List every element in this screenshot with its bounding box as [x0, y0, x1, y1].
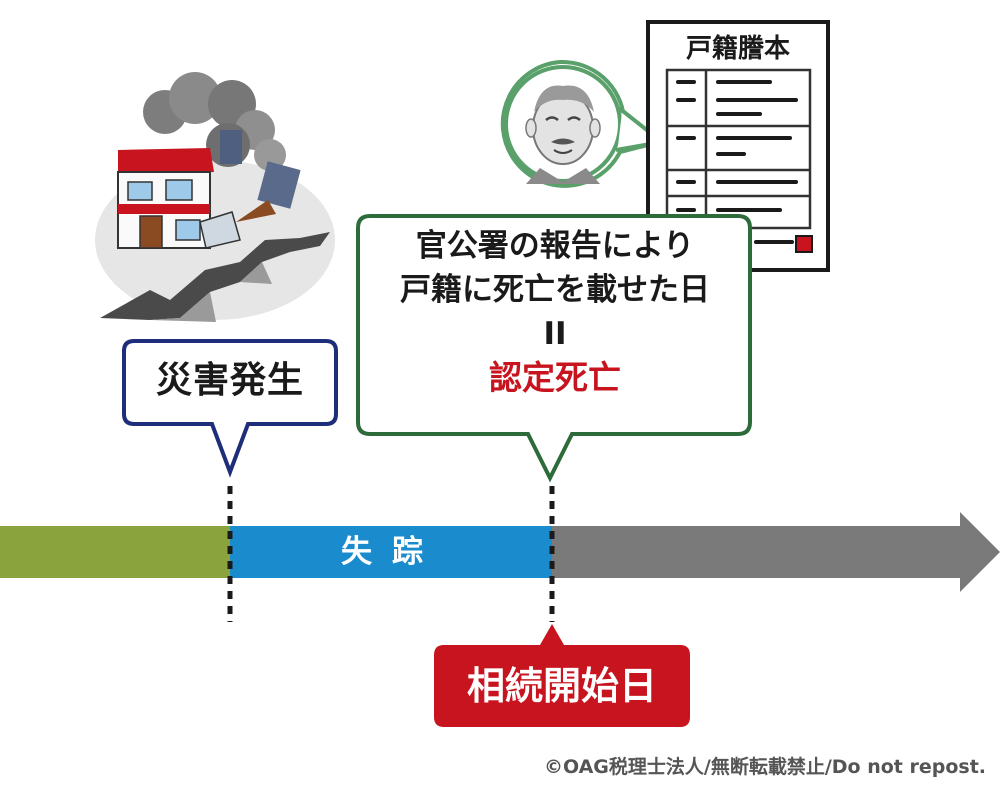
report-callout-box: [356, 214, 752, 483]
disaster-occurrence-label: 災害発生: [155, 360, 304, 401]
inheritance-start-label: 相続開始日: [466, 664, 657, 708]
equals-sign: II: [543, 316, 567, 352]
family-register-title: 戸籍謄本: [685, 34, 790, 64]
report-line-1: 官公署の報告により: [415, 228, 695, 264]
timeline-after-arrow: [552, 512, 1000, 592]
timeline-before-segment: [0, 526, 230, 578]
report-line-2: 戸籍に死亡を載せた日: [400, 272, 710, 308]
copyright-notice: ©OAG税理士法人/無断転載禁止/Do not repost.: [543, 756, 986, 778]
timeline-missing-segment: [230, 526, 552, 578]
recognized-death-label: 認定死亡: [489, 358, 621, 397]
disaster-house-illustration: [95, 72, 335, 322]
inheritance-callout-box: [434, 624, 690, 727]
disaster-callout-box: [122, 339, 338, 478]
official-person-icon: [500, 59, 667, 188]
report-callout-text: 官公署の報告により 戸籍に死亡を載せた日 II 認定死亡: [360, 224, 750, 400]
missing-period-label: 失踪: [341, 534, 443, 570]
